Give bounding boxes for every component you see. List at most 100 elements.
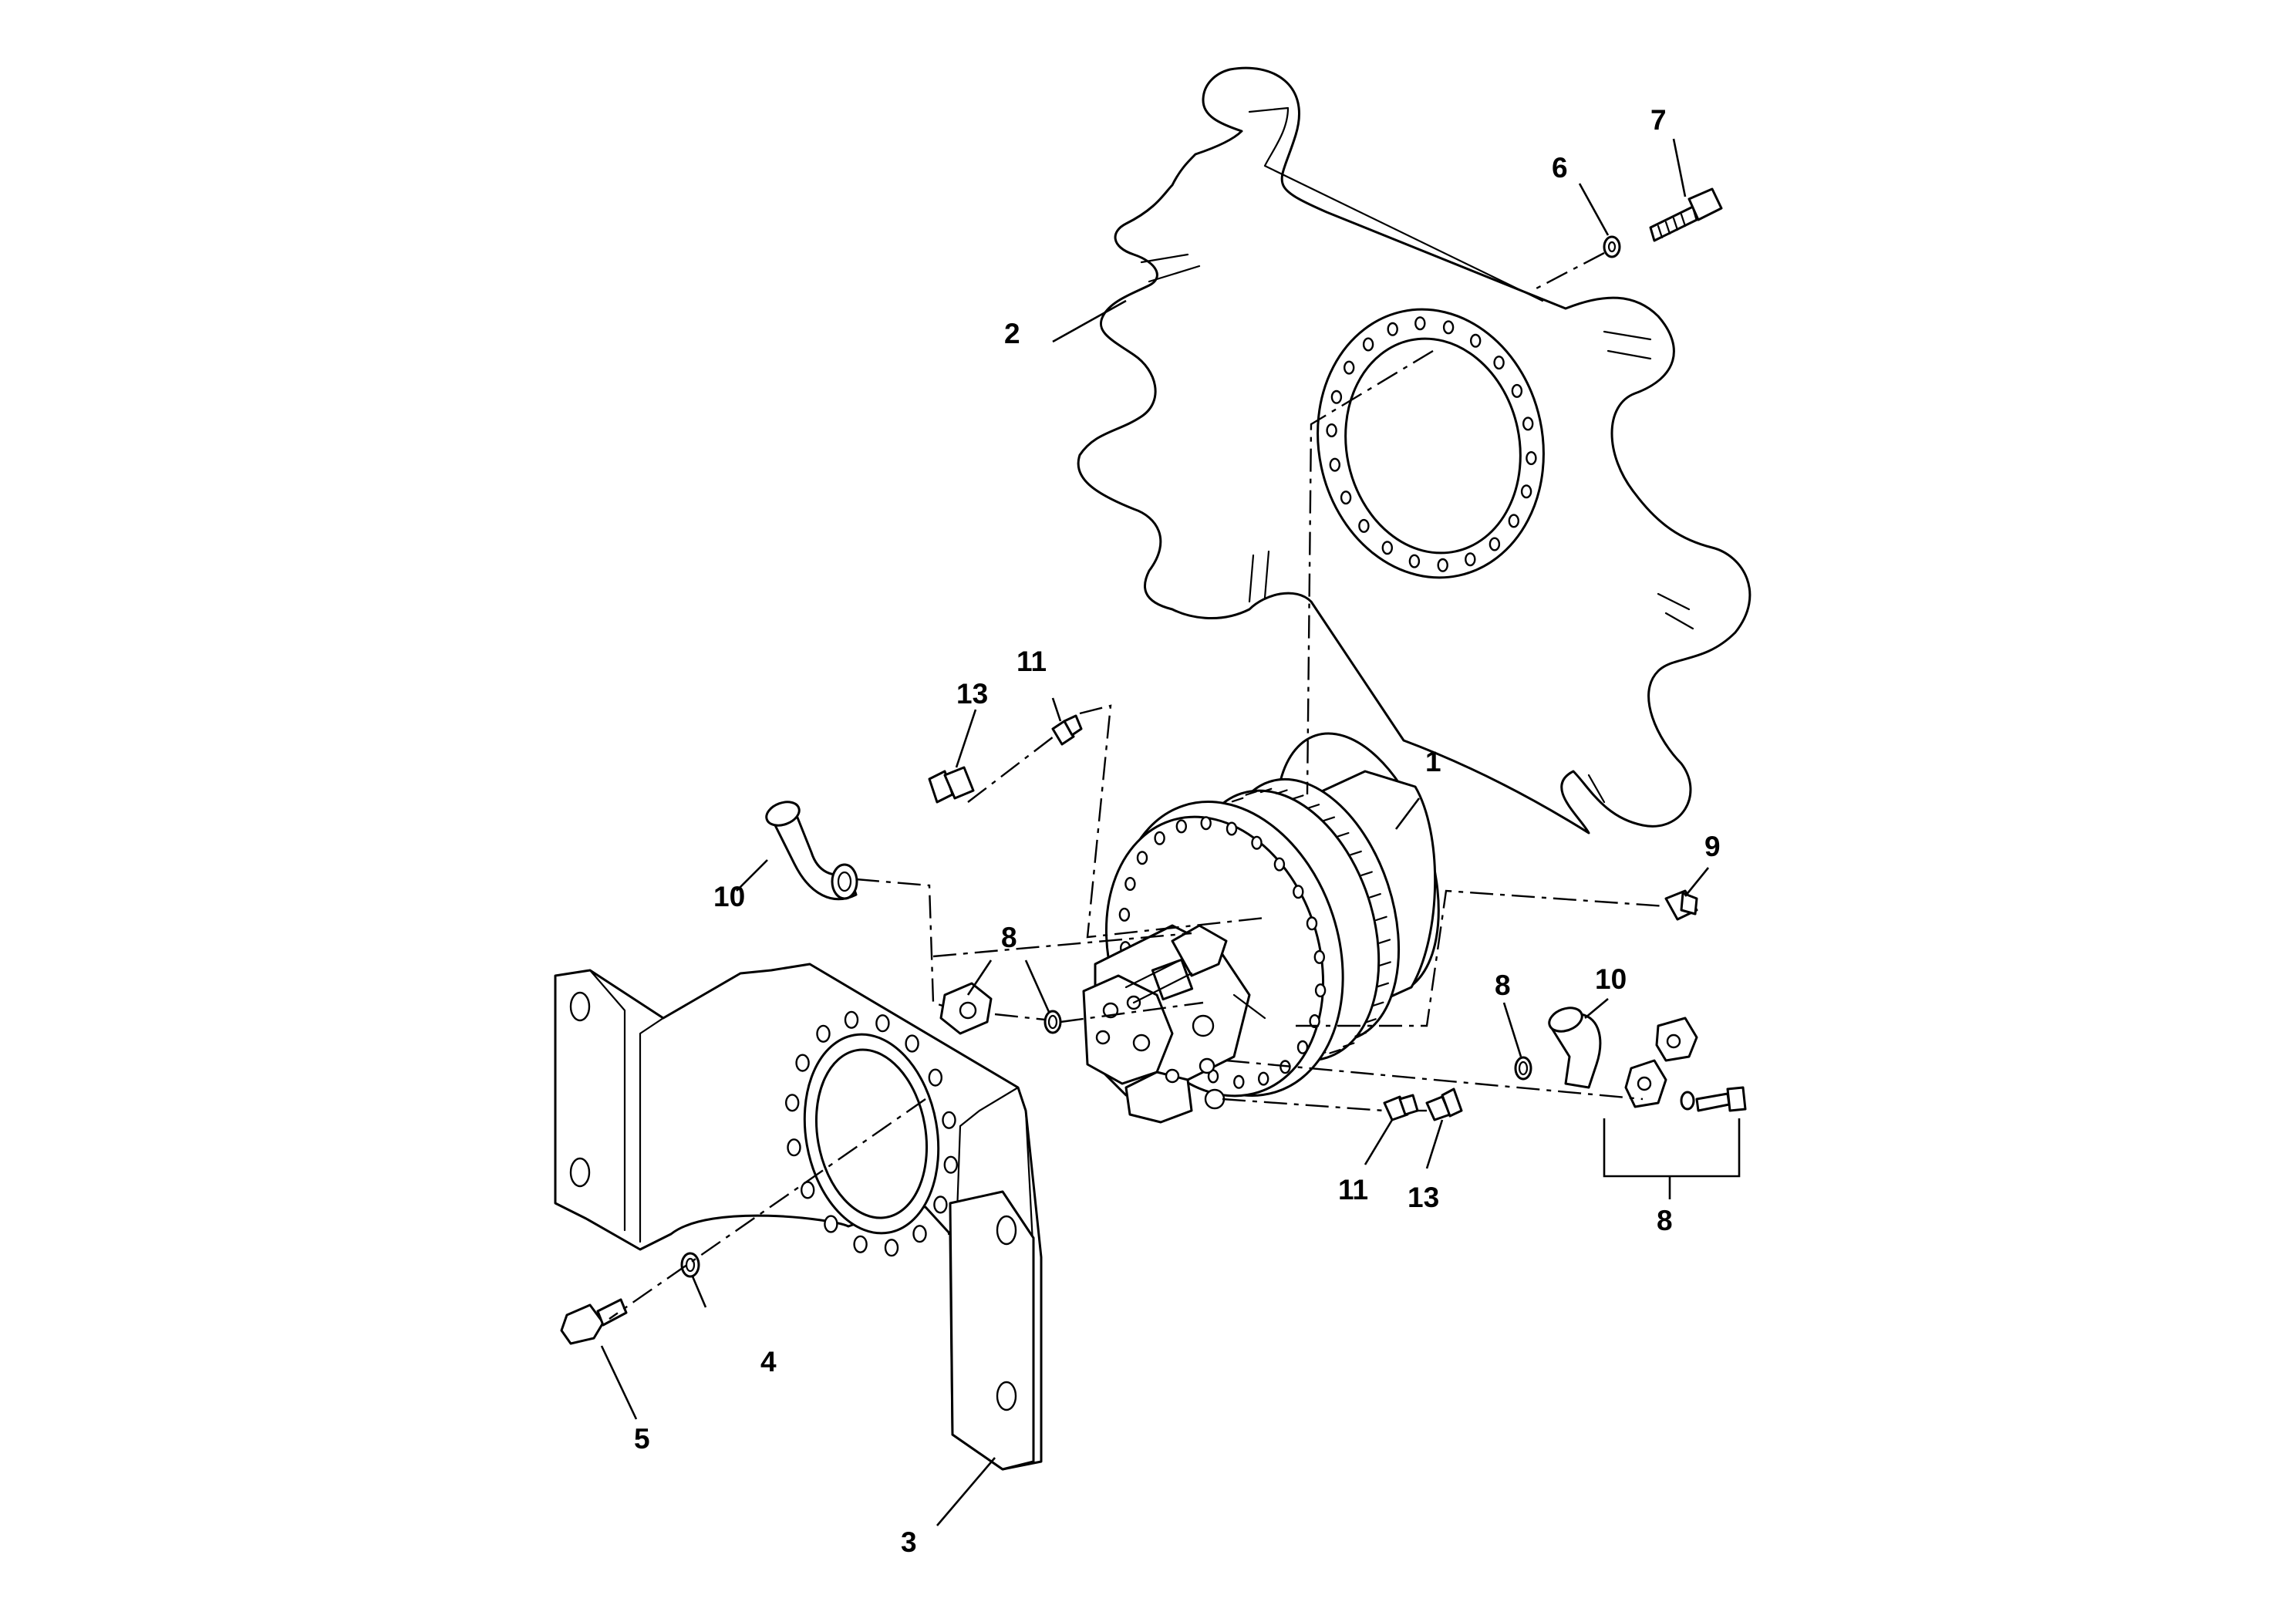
left-o-ring xyxy=(1043,1010,1062,1034)
plate-bolt-hole xyxy=(1465,552,1476,567)
plate-bolt-hole xyxy=(1330,389,1343,404)
flange-bolt-holes xyxy=(1118,816,1327,1089)
callout-2: 2 xyxy=(1004,318,1020,349)
plate-bolt-hole xyxy=(1489,537,1501,551)
bracket-bolt-hole xyxy=(853,1235,868,1253)
callout-3: 3 xyxy=(901,1526,917,1558)
plate-bolt-hole xyxy=(1326,423,1337,438)
flange-bolt-hole xyxy=(1293,885,1304,899)
flange-bolt-hole xyxy=(1306,916,1318,931)
ring-tooth xyxy=(1276,789,1288,795)
lower-hose-elbow xyxy=(1548,1007,1602,1089)
assembly-lines xyxy=(609,251,1667,1320)
plate-bolt-hole xyxy=(1522,416,1534,431)
bracket-bolt-hole xyxy=(787,1138,801,1157)
callout-4: 4 xyxy=(760,1346,777,1378)
ring-tooth xyxy=(1379,961,1391,966)
right-o-ring xyxy=(1514,1056,1532,1081)
ring-tooth xyxy=(1375,916,1387,922)
bracket-bolt-holes xyxy=(784,1010,959,1257)
bracket-bolt-hole xyxy=(884,1239,899,1257)
plate-bolt-hole xyxy=(1414,316,1426,331)
plate-bolt-hole xyxy=(1437,558,1448,572)
ring-tooth xyxy=(1377,982,1390,988)
bracket-bolt-hole xyxy=(905,1034,919,1053)
ring-tooth xyxy=(1360,871,1373,876)
callout-8-left: 8 xyxy=(1001,922,1017,953)
plate-bolt xyxy=(1649,187,1723,242)
ring-tooth xyxy=(1323,816,1336,822)
flange-bolt-hole xyxy=(1257,1071,1269,1086)
right-split-flange xyxy=(1624,1017,1698,1108)
bracket-bolt xyxy=(560,1298,628,1345)
plate-washer xyxy=(1603,235,1621,258)
plate-bolt-hole xyxy=(1408,554,1421,568)
bracket-bolt-hole xyxy=(816,1024,831,1043)
bracket-bolt-hole xyxy=(928,1068,943,1087)
ring-tooth xyxy=(1259,787,1273,794)
callout-5: 5 xyxy=(634,1423,650,1455)
plate-bolt-holes xyxy=(1326,316,1537,572)
lower-test-nipple xyxy=(1383,1094,1419,1121)
flange-bolt-hole xyxy=(1118,907,1131,922)
ring-tooth xyxy=(1307,804,1320,809)
bracket-bolt-hole xyxy=(933,1195,948,1214)
ring-tooth xyxy=(1371,1001,1384,1007)
ring-tooth xyxy=(1329,1048,1341,1054)
ring-tooth xyxy=(1245,791,1258,796)
callout-6: 6 xyxy=(1552,152,1568,184)
plate-bolt-hole xyxy=(1469,333,1482,348)
final-drive-motor xyxy=(1082,732,1440,1124)
callout-11-upper: 11 xyxy=(1017,646,1047,677)
case-drain-fitting xyxy=(1664,889,1698,921)
flange-bolt-hole xyxy=(1313,949,1326,964)
callout-8-right: 8 xyxy=(1495,969,1511,1001)
callout-1: 1 xyxy=(1425,746,1441,777)
ring-tooth xyxy=(1369,892,1381,899)
callout-10-right: 10 xyxy=(1595,963,1627,995)
callout-9: 9 xyxy=(1704,831,1721,862)
plate-bolt-hole xyxy=(1329,457,1341,472)
ring-tooth xyxy=(1354,1031,1367,1037)
mounting-plate xyxy=(1077,66,1752,835)
ring-tooth xyxy=(1292,794,1304,800)
callout-labels: 1 2 3 4 5 6 7 8 8 8 9 10 10 11 11 13 13 xyxy=(634,104,1721,1558)
flange-bolt-hole xyxy=(1154,831,1165,845)
flange-bolt-hole xyxy=(1309,1013,1320,1028)
callout-7: 7 xyxy=(1650,104,1667,136)
callout-11-lower: 11 xyxy=(1338,1174,1368,1206)
callout-8-bottom: 8 xyxy=(1657,1205,1673,1236)
ring-tooth xyxy=(1337,831,1350,838)
lower-test-elbow xyxy=(1425,1088,1463,1121)
bracket-bolt-hole xyxy=(784,1094,800,1112)
ring-tooth xyxy=(1231,797,1244,803)
flange-bolt-hole xyxy=(1136,851,1148,865)
flange-bolt-hole xyxy=(1226,821,1238,836)
plate-bolt-hole xyxy=(1511,383,1523,398)
bracket-bolt-hole xyxy=(824,1215,838,1233)
plate-bolt-hole xyxy=(1387,322,1398,336)
bracket-bolt-hole xyxy=(943,1155,959,1174)
bracket-bolt-hole xyxy=(875,1014,890,1033)
mounting-bracket xyxy=(554,963,1043,1471)
right-flange-bolt xyxy=(1695,1086,1747,1112)
plate-bolt-hole xyxy=(1520,484,1532,499)
bracket-bolt-hole xyxy=(800,1181,815,1199)
plate-bolt-hole xyxy=(1508,514,1520,528)
plate-bolt-hole xyxy=(1442,320,1455,335)
flange-bolt-hole xyxy=(1296,1040,1309,1054)
flange-bolt-hole xyxy=(1251,835,1263,850)
ring-tooth xyxy=(1350,850,1362,856)
flange-bolt-hole xyxy=(1124,876,1136,891)
flange-bolt-hole xyxy=(1314,983,1327,998)
ring-tooth xyxy=(1342,1042,1355,1047)
bracket-bolt-hole xyxy=(844,1010,859,1029)
plate-bolt-hole xyxy=(1493,356,1505,370)
flange-bolt-hole xyxy=(1273,857,1286,872)
callout-13-lower: 13 xyxy=(1408,1182,1439,1213)
left-split-flange xyxy=(939,982,993,1035)
plate-bolt-hole xyxy=(1526,451,1537,466)
plate-bolt-hole xyxy=(1381,541,1394,555)
flange-bolt-hole xyxy=(1175,819,1188,834)
bracket-bolt-hole xyxy=(942,1111,956,1129)
